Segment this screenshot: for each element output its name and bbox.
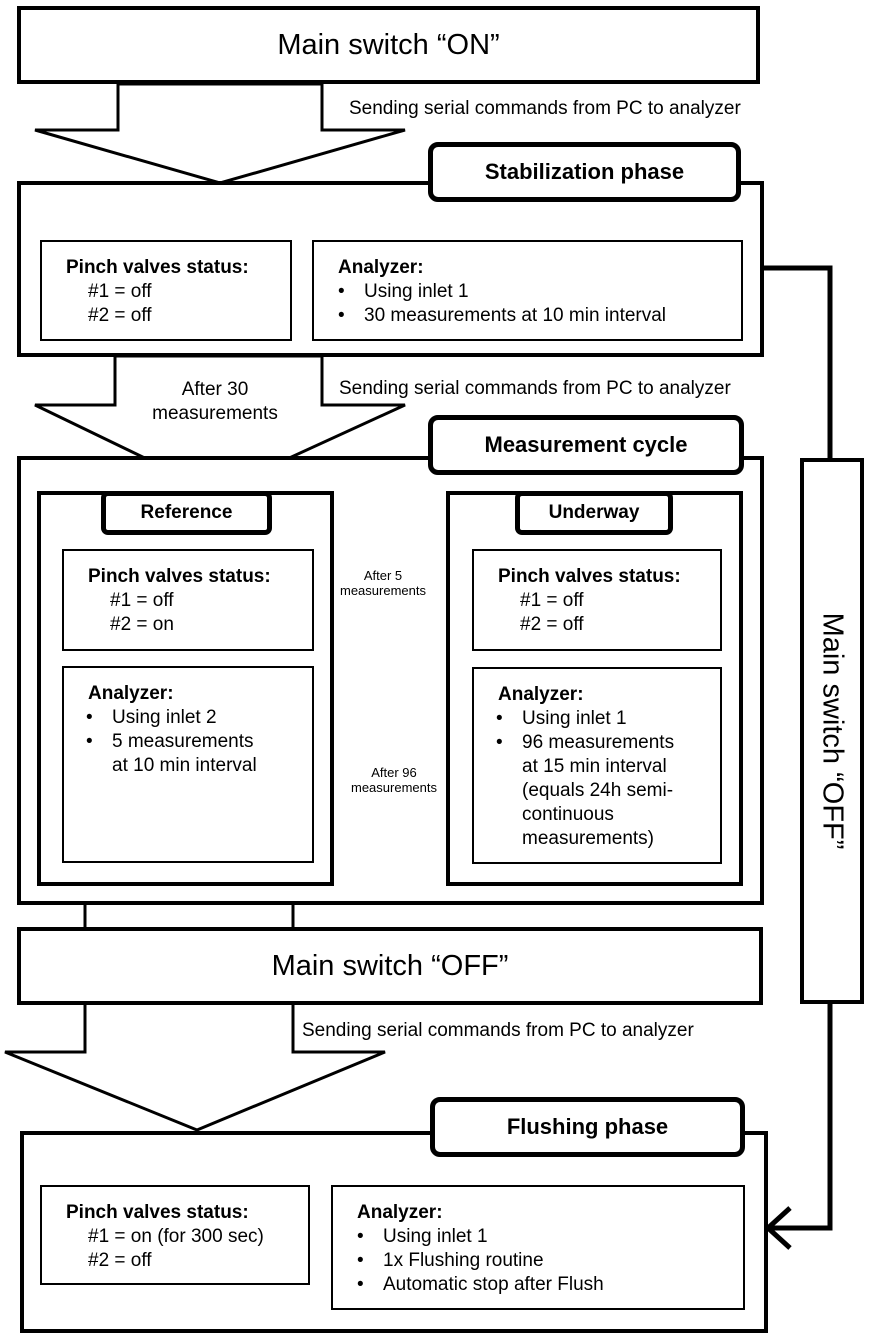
reference-title: Reference xyxy=(140,502,233,523)
analyzer-item: at 10 min interval xyxy=(112,755,257,776)
serial-command-label-1: Sending serial commands from PC to analy… xyxy=(349,98,741,119)
main-switch-on-box: Main switch “ON” xyxy=(17,6,760,84)
analyzer-list: Using inlet 1 1x Flushing routine Automa… xyxy=(357,1225,743,1297)
stabilization-phase-title: Stabilization phase xyxy=(484,159,685,184)
reference-pinch-valves: Pinch valves status: #1 = off #2 = on xyxy=(62,549,314,651)
down-arrow-2 xyxy=(34,354,406,494)
side-line-top xyxy=(762,265,833,458)
stabilization-phase-tab: Stabilization phase xyxy=(428,142,741,202)
analyzer-item: Using inlet 1 xyxy=(357,1225,743,1249)
analyzer-list: Using inlet 2 5 measurements at 10 min i… xyxy=(86,706,312,778)
underway-pinch-valves: Pinch valves status: #1 = off #2 = off xyxy=(472,549,722,651)
valve-1-status: #1 = on (for 300 sec) xyxy=(88,1226,264,1247)
serial-command-label-2: Sending serial commands from PC to analy… xyxy=(339,378,731,399)
reference-analyzer: Analyzer: Using inlet 2 5 measurements a… xyxy=(62,666,314,863)
pinch-valves-heading: Pinch valves status: xyxy=(498,566,681,587)
pinch-valves-heading: Pinch valves status: xyxy=(88,566,271,587)
analyzer-item: 30 measurements at 10 min interval xyxy=(338,304,741,328)
stabilization-analyzer: Analyzer: Using inlet 1 30 measurements … xyxy=(312,240,743,341)
analyzer-heading: Analyzer: xyxy=(338,257,424,278)
main-switch-on-label: Main switch “ON” xyxy=(277,28,500,61)
flushing-phase-title: Flushing phase xyxy=(506,1114,669,1139)
measurement-cycle-title: Measurement cycle xyxy=(484,432,688,457)
valve-1-status: #1 = off xyxy=(520,590,584,611)
analyzer-list: Using inlet 1 96 measurements xyxy=(496,707,720,755)
valve-2-status: #2 = off xyxy=(520,614,584,635)
valve-1-status: #1 = off xyxy=(110,590,174,611)
analyzer-item: 5 measurements xyxy=(86,730,312,754)
valve-1-status: #1 = off xyxy=(88,281,152,302)
analyzer-item: Using inlet 1 xyxy=(496,707,720,731)
underway-tab: Underway xyxy=(515,491,673,535)
valve-2-status: #2 = off xyxy=(88,1250,152,1271)
flushing-phase-tab: Flushing phase xyxy=(430,1097,745,1157)
main-switch-off-vertical-label: Main switch “OFF” xyxy=(816,612,849,850)
analyzer-heading: Analyzer: xyxy=(498,684,584,705)
pinch-valves-heading: Pinch valves status: xyxy=(66,1202,249,1223)
analyzer-heading: Analyzer: xyxy=(88,683,174,704)
underway-title: Underway xyxy=(548,502,640,523)
analyzer-item: 1x Flushing routine xyxy=(357,1249,743,1273)
side-line-bottom xyxy=(768,1004,833,1231)
analyzer-heading: Analyzer: xyxy=(357,1202,443,1223)
measurement-cycle-tab: Measurement cycle xyxy=(428,415,744,475)
analyzer-continuation: at 15 min interval (equals 24h semi- con… xyxy=(522,756,674,849)
down-arrow-1 xyxy=(34,82,406,185)
analyzer-item: Using inlet 1 xyxy=(338,280,741,304)
down-arrow-3 xyxy=(4,1000,386,1132)
analyzer-item: Using inlet 2 xyxy=(86,706,312,730)
flushing-pinch-valves: Pinch valves status: #1 = on (for 300 se… xyxy=(40,1185,310,1285)
analyzer-item: 96 measurements xyxy=(496,731,720,755)
underway-analyzer: Analyzer: Using inlet 1 96 measurements … xyxy=(472,667,722,864)
valve-2-status: #2 = on xyxy=(110,614,174,635)
after-30-label: After 30 measurements xyxy=(152,379,278,424)
main-switch-off-label: Main switch “OFF” xyxy=(271,949,509,982)
analyzer-list: Using inlet 1 30 measurements at 10 min … xyxy=(338,280,741,328)
pinch-valves-heading: Pinch valves status: xyxy=(66,257,249,278)
stabilization-pinch-valves: Pinch valves status: #1 = off #2 = off xyxy=(40,240,292,341)
side-arrowhead xyxy=(764,1206,792,1250)
analyzer-item: Automatic stop after Flush xyxy=(357,1273,743,1297)
flushing-analyzer: Analyzer: Using inlet 1 1x Flushing rout… xyxy=(331,1185,745,1310)
main-switch-off-box: Main switch “OFF” xyxy=(17,927,763,1005)
main-switch-off-vertical-box: Main switch “OFF” xyxy=(800,458,864,1004)
serial-command-label-3: Sending serial commands from PC to analy… xyxy=(302,1020,694,1041)
reference-tab: Reference xyxy=(101,491,272,535)
valve-2-status: #2 = off xyxy=(88,305,152,326)
after-5-label: After 5 measurements xyxy=(340,568,426,598)
after-96-label: After 96 measurements xyxy=(351,765,437,795)
